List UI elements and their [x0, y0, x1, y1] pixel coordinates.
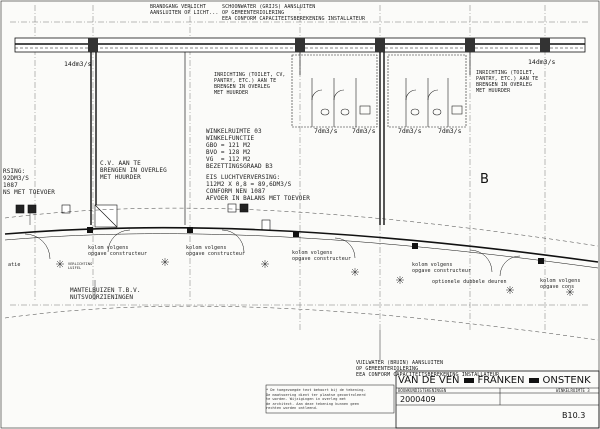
flow-bottom-3: 7dm3/s [398, 127, 422, 135]
drawing-disclaimer: * De toegevoegde text behoort bij de tek… [266, 388, 366, 410]
cv-equipment [15, 203, 271, 231]
note-kolom-1: kolom volgens opgave constructeur [88, 245, 148, 257]
flow-bottom-4: 7dm3/s [438, 127, 462, 135]
firm-separator-bar [528, 377, 539, 383]
toilet-blocks [291, 54, 467, 128]
note-brandgang: BRANDGANG VERLICHT AANSLUITEN OP LICHT..… [150, 4, 219, 16]
note-mantelbuizen: MANTELBUIZEN T.B.V. NUTSVOORZIENINGEN [70, 287, 141, 301]
note-verlichting-luifel: VERLICHTING LUIFEL [68, 262, 93, 270]
note-inrichting-left: INRICHTING (TOILET, CV, PANTRY, ETC.) AA… [214, 72, 286, 96]
firm-part-1: VAN DE VEN [398, 374, 460, 386]
firm-part-2: FRANKEN [477, 374, 525, 386]
flow-bottom-2: 7dm3/s [352, 127, 376, 135]
note-cv: C.V. AAN TE BRENGEN IN OVERLEG MET HUURD… [100, 160, 167, 181]
note-luchtverversing: EIS LUCHTVERVERSING: 112m2 x 0,8 = 89,6d… [206, 174, 310, 202]
note-kolom-4: kolom volgens opgave constructeur [412, 262, 472, 274]
flow-top-right: 14dm3/s [528, 58, 556, 66]
note-schoonwater: SCHOONWATER (GRIJS) AANSLUITEN OP GEMEEN… [222, 4, 366, 22]
note-kolom-5: kolom volgens opgave cons [540, 278, 581, 290]
section-marker-b: B [480, 172, 489, 187]
note-inrichting-right: INRICHTING (TOILET, PANTRY, ETC.) AAN TE… [476, 70, 539, 94]
firm-name: VAN DE VEN FRANKEN ONSTENK [398, 373, 598, 387]
note-left-edge: RSING: 92dm3/s 1087 NS MET TOEVOER [3, 168, 55, 196]
top-wall [14, 37, 586, 53]
note-kolom-2: kolom volgens opgave constructeur [186, 245, 246, 257]
note-vuilwater: VUILWATER (BRUIN) AANSLUITEN OP GEMEENTE… [356, 360, 500, 378]
facade-columns [87, 227, 544, 264]
project-number: 2000409 [400, 395, 436, 404]
leader-lines [29, 210, 381, 360]
firm-part-3: ONSTENK [542, 374, 591, 386]
duct-lines [184, 52, 471, 225]
firm-separator-bar [463, 377, 474, 383]
title-subtitle-left: BOUWKUNDIGTEKENINGEN [398, 388, 447, 393]
title-block: VAN DE VEN FRANKEN ONSTENK BOUWKUNDIGTEK… [396, 371, 600, 429]
note-edge-left: atie [8, 262, 21, 268]
flow-top-left: 14dm3/s [64, 60, 92, 68]
note-kolom-3: kolom volgens opgave constructeur [292, 250, 352, 262]
door-swings [24, 229, 521, 277]
luifel-lights [56, 258, 574, 296]
note-optionele-deuren: optionele dubbele deuren [432, 279, 507, 285]
curved-facade [4, 207, 599, 341]
title-block-frame [265, 370, 600, 429]
flow-bottom-1: 7dm3/s [314, 127, 338, 135]
drawing-code: B10.3 [562, 411, 586, 420]
title-subtitle-right: WINKELRUIMTE 3 [556, 388, 590, 393]
partition-walls [90, 52, 385, 225]
note-winkelruimte: WINKELRUIMTE 03 WINKELFUNCTIE GBO = 121 … [206, 128, 273, 170]
